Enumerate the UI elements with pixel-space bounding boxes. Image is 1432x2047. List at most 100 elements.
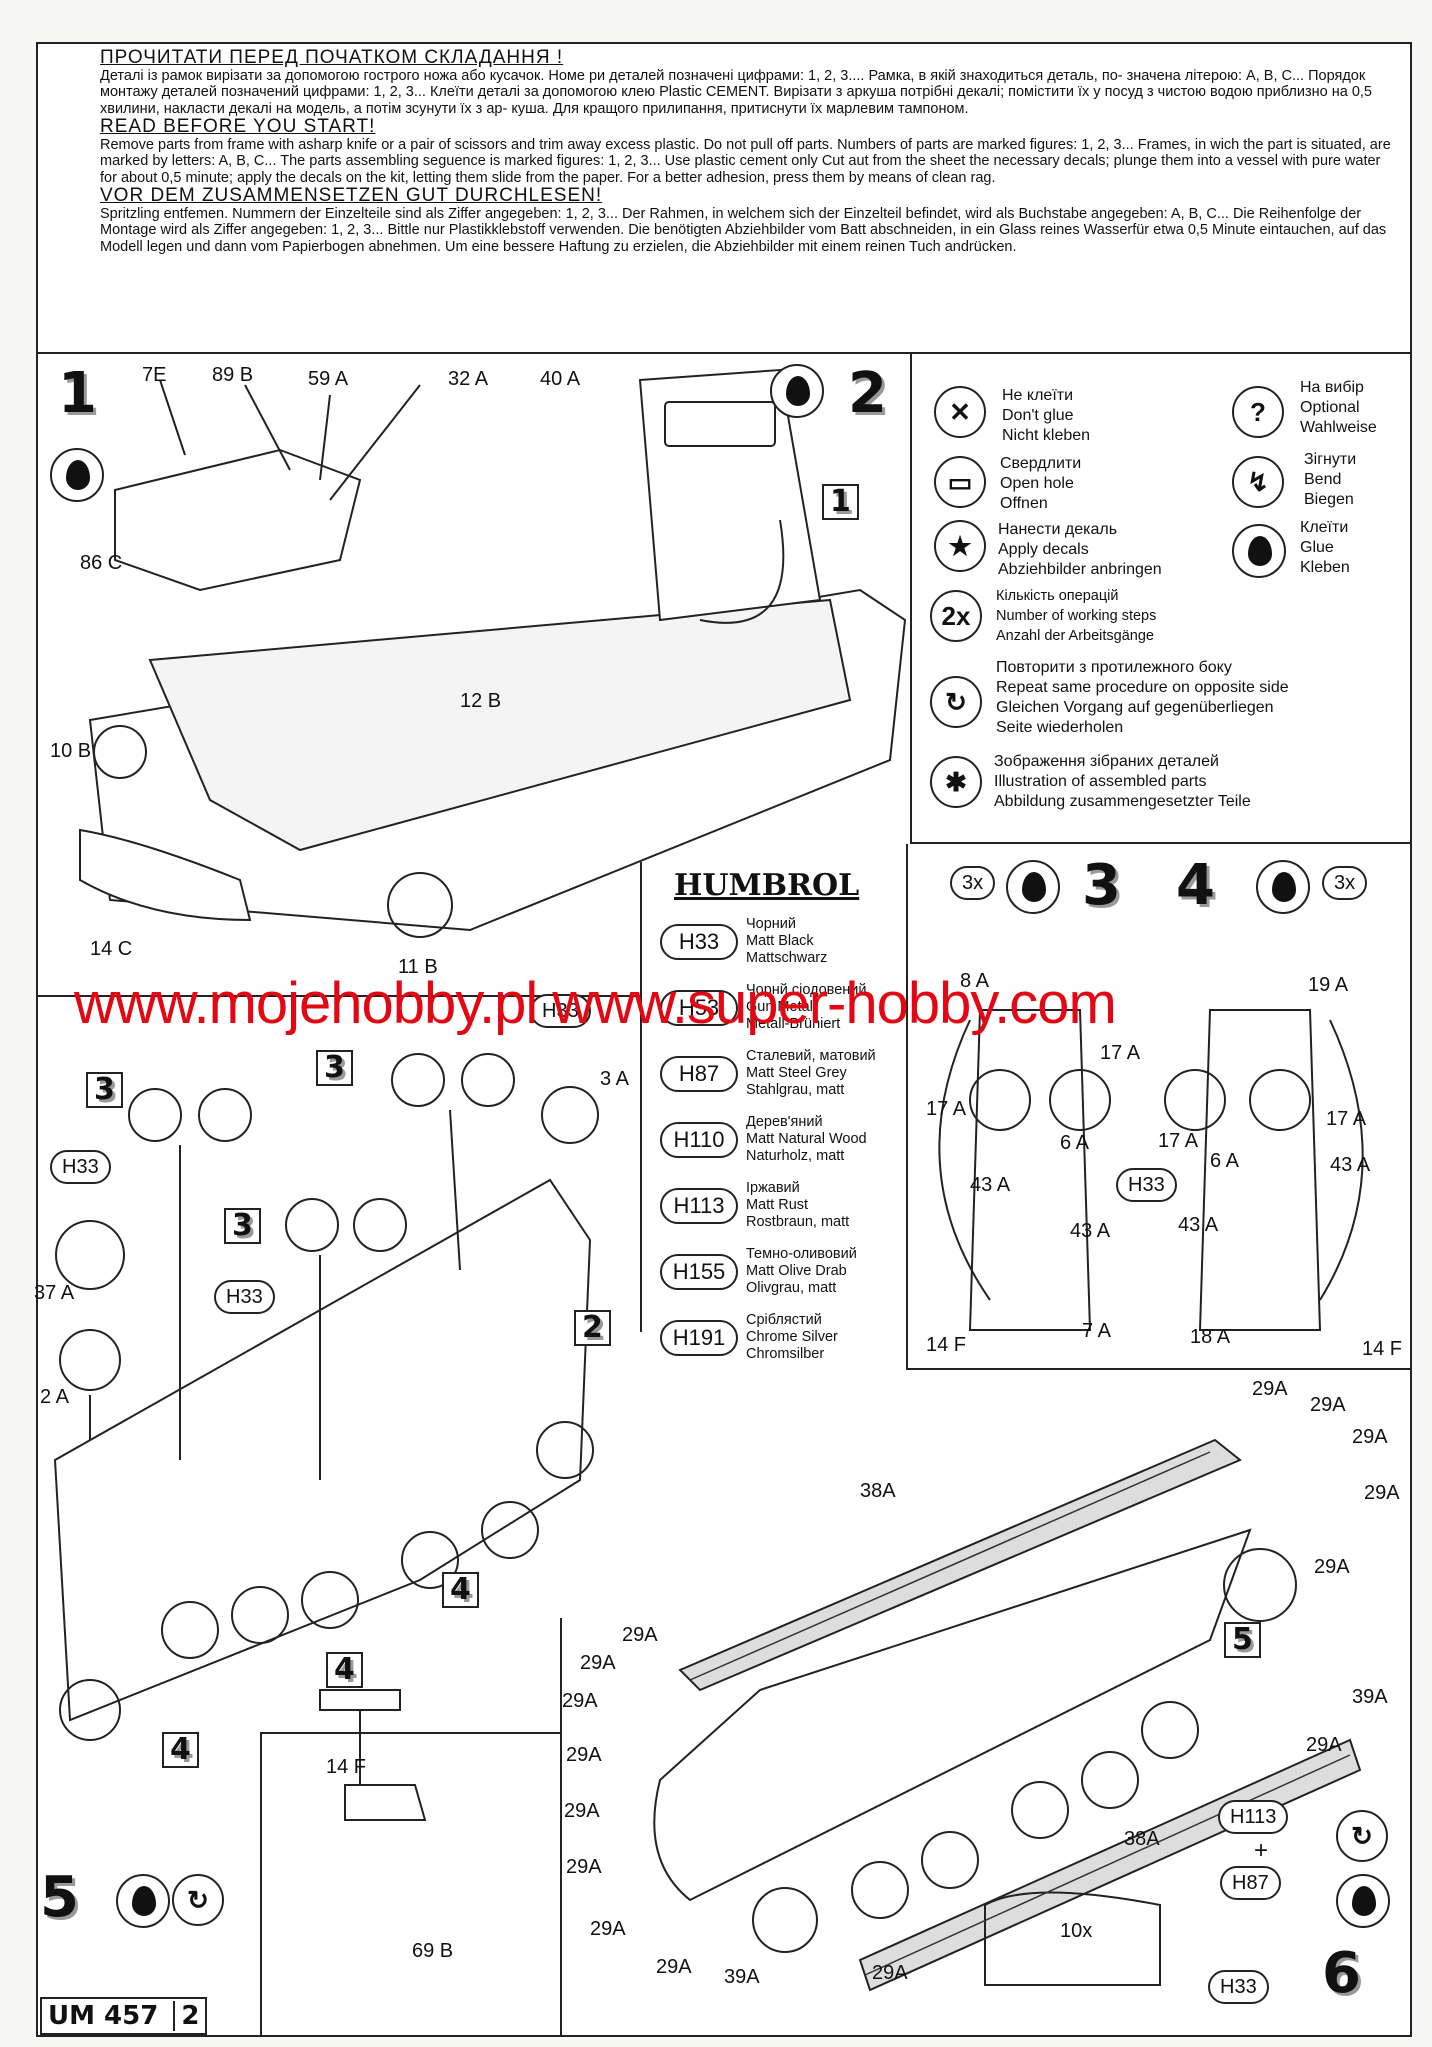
paint-tag-h87: H87 xyxy=(1220,1866,1281,1900)
leader-32A xyxy=(329,384,421,501)
road-wheel-c xyxy=(301,1571,359,1629)
arc-left xyxy=(938,1019,991,1301)
track-sprocket xyxy=(752,1887,818,1953)
page-number: 2 xyxy=(173,2001,200,2031)
no-glue-icon: ✕ xyxy=(934,386,986,438)
divider-step1-bottom xyxy=(36,995,640,997)
label-29A: 29A xyxy=(564,1800,600,1822)
paint-description: Чорний Matt Black Mattschwarz xyxy=(746,916,828,966)
label-7A: 7 A xyxy=(1082,1320,1111,1342)
ref-step-4a: 4 xyxy=(442,1572,479,1608)
label-29A: 29A xyxy=(1352,1426,1388,1448)
bogie-wheel-17A-3 xyxy=(1164,1069,1226,1131)
label-19A: 19 A xyxy=(1308,974,1349,996)
bogie-frame-left xyxy=(968,1009,1092,1331)
label-14C: 14 C xyxy=(90,938,133,960)
track-wheel-4 xyxy=(1081,1751,1139,1809)
ref-step-3b: 3 xyxy=(316,1050,353,1086)
de-text: Spritzling entfemen. Nummern der Einzelt… xyxy=(100,205,1387,255)
arrow-rear xyxy=(699,519,785,624)
label-86C: 86 C xyxy=(80,552,123,574)
bogie-wheel-17A-2 xyxy=(1049,1069,1111,1131)
bogie-wheel-5 xyxy=(391,1053,445,1107)
hull-hatch xyxy=(664,401,776,447)
times-3-badge: 3x xyxy=(950,866,996,900)
track-links-lower xyxy=(864,1754,1351,1976)
paint-description: Сріблястий Chrome Silver Chromsilber xyxy=(746,1312,838,1362)
glue-icon xyxy=(1336,1874,1390,1928)
label-59A: 59 A xyxy=(308,368,349,390)
label-2A: 2 A xyxy=(40,1386,69,1408)
model-code: UM 457 xyxy=(48,2001,159,2031)
legend-optional: На вибір Optional Wahlweise xyxy=(1300,379,1377,436)
label-29A: 29A xyxy=(566,1856,602,1878)
paint-description: Сталевий, матовий Matt Steel Grey Stahlg… xyxy=(746,1048,876,1098)
ref-step-4c: 4 xyxy=(162,1732,199,1768)
ua-title: ПРОЧИТАТИ ПЕРЕД ПОЧАТКОМ СКЛАДАННЯ ! xyxy=(100,47,564,68)
label-29A: 29A xyxy=(1252,1378,1288,1400)
label-39A: 39A xyxy=(1352,1686,1388,1708)
legend-repeat: Повторити з протилежного боку Repeat sam… xyxy=(996,659,1289,736)
tank-hull-side xyxy=(653,1528,1252,1902)
legend-bend: Зігнути Bend Biegen xyxy=(1304,451,1357,508)
bogie-wheel-6 xyxy=(461,1053,515,1107)
label-29A: 29A xyxy=(1306,1734,1342,1756)
ref-step-2: 2 xyxy=(574,1310,611,1346)
bogie-wheel-3 xyxy=(285,1198,339,1252)
road-wheel-a xyxy=(161,1601,219,1659)
sprocket-2A xyxy=(59,1329,121,1391)
drill-icon: ▭ xyxy=(934,456,986,508)
bogie-frame-right xyxy=(1198,1009,1322,1331)
paint-description: Іржавий Matt Rust Rostbraun, matt xyxy=(746,1180,850,1230)
label-43A: 43 A xyxy=(1178,1214,1219,1236)
ref-step-5: 5 xyxy=(1224,1622,1261,1658)
divider-step34-left xyxy=(906,844,908,1368)
label-29A: 29A xyxy=(872,1962,908,1984)
road-wheel-d xyxy=(401,1531,459,1589)
track-idler xyxy=(1223,1548,1297,1622)
label-7E: 7E xyxy=(142,364,167,386)
label-43A: 43 A xyxy=(1070,1220,1111,1242)
road-wheel-f xyxy=(536,1421,594,1479)
ref-step-1: 1 xyxy=(822,484,859,520)
label-43A: 43 A xyxy=(1330,1154,1371,1176)
decal-icon: ★ xyxy=(934,520,986,572)
track-wheel-2 xyxy=(921,1831,979,1889)
lower-hull xyxy=(53,1178,592,1722)
divider-humbrol-left xyxy=(640,862,642,1332)
label-29A: 29A xyxy=(580,1652,616,1674)
humbrol-brand: HUMBROL xyxy=(674,868,860,903)
step-4-number: 4 xyxy=(1176,853,1215,918)
ref-step-4b: 4 xyxy=(326,1652,363,1688)
track-wheel-5 xyxy=(1141,1701,1199,1759)
paint-code: H33 xyxy=(660,924,738,960)
label-43A: 43 A xyxy=(970,1174,1011,1196)
part-14F xyxy=(319,1689,401,1711)
ref-step-3a: 3 xyxy=(86,1072,123,1108)
bogie-wheel-17A-4 xyxy=(1249,1069,1311,1131)
paint-code: H110 xyxy=(660,1122,738,1158)
step-3-number: 3 xyxy=(1082,853,1121,918)
label-38A: 38A xyxy=(1124,1828,1160,1850)
track-links-upper xyxy=(689,1451,1211,1681)
track-upper xyxy=(678,1438,1242,1692)
leader-59A xyxy=(319,394,331,481)
hull-nose xyxy=(79,828,252,922)
paint-tag-h113: H113 xyxy=(1218,1800,1289,1834)
bend-icon: ↯ xyxy=(1232,456,1284,508)
bogie-wheel-1 xyxy=(128,1088,182,1142)
footer-code: UM 457 2 xyxy=(40,1997,208,2035)
sprocket-37A xyxy=(55,1220,125,1290)
label-3A: 3 A xyxy=(600,1068,629,1090)
label-37A: 37 A xyxy=(34,1282,75,1304)
label-14F: 14 F xyxy=(1362,1338,1403,1360)
label-18A: 18 A xyxy=(1190,1326,1231,1348)
label-29A: 29A xyxy=(590,1918,626,1940)
repeat-icon: ↻ xyxy=(930,676,982,728)
label-38A: 38A xyxy=(860,1480,896,1502)
